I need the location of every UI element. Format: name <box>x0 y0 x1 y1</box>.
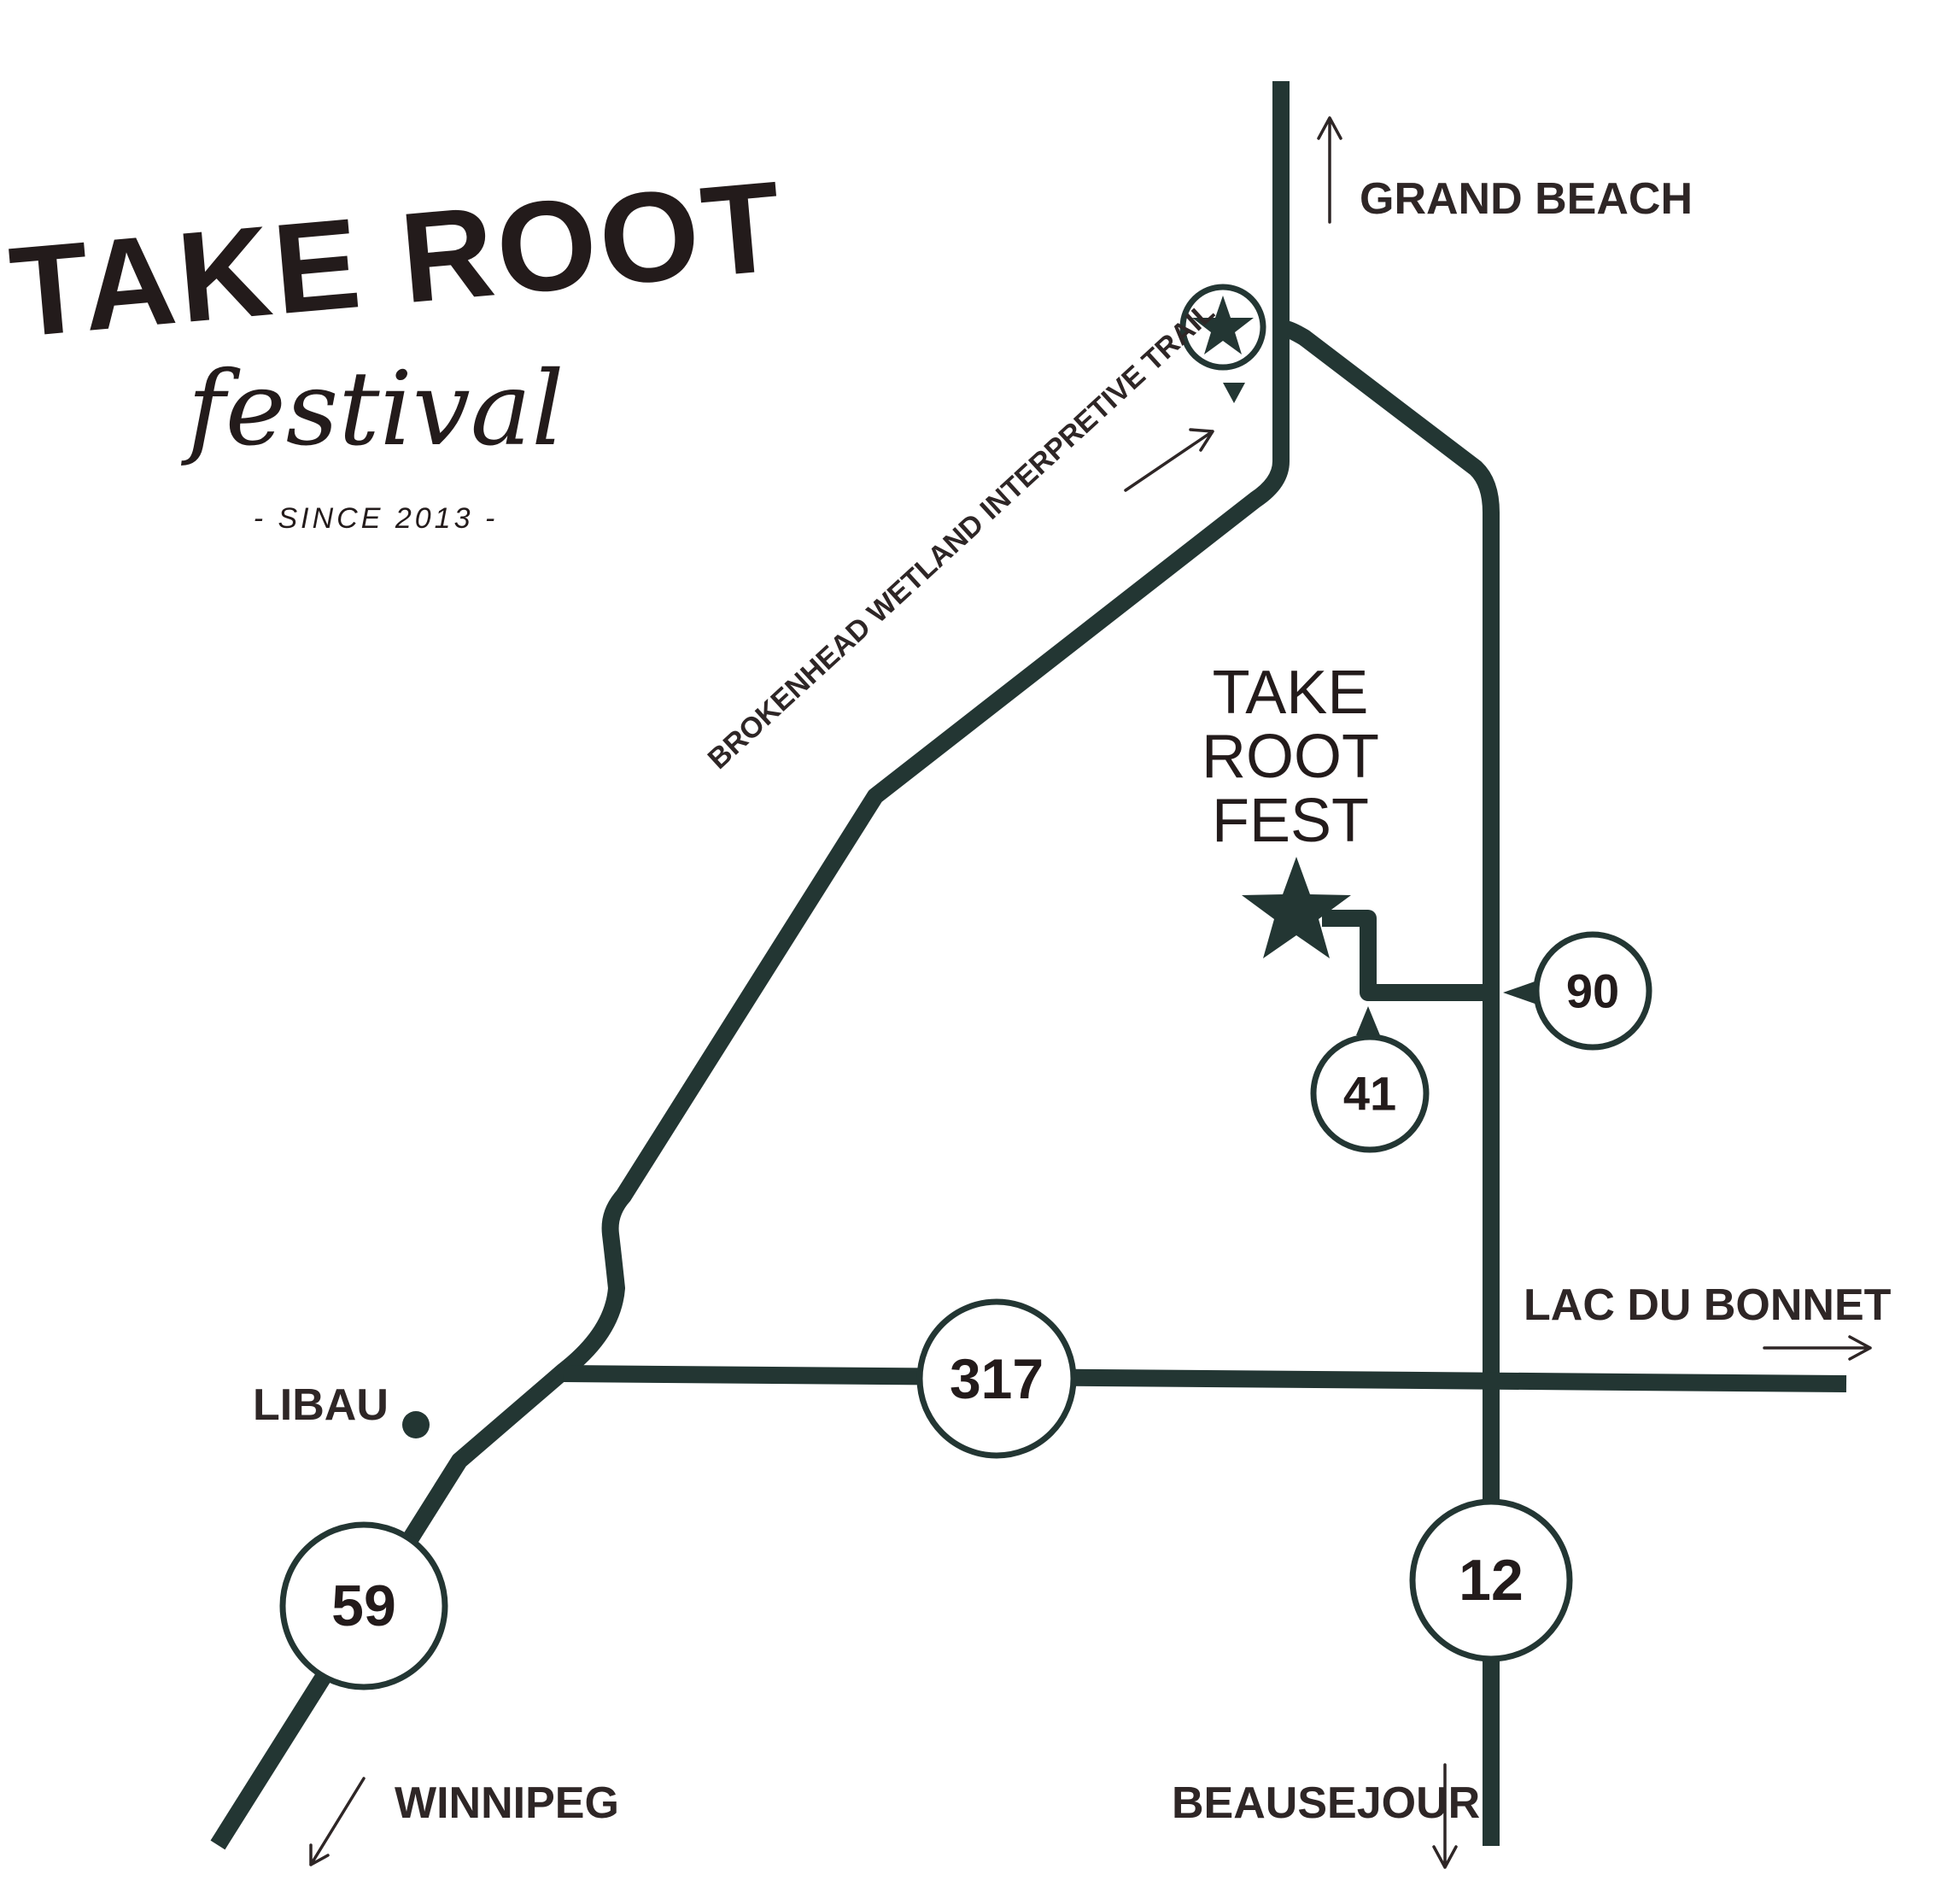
libau-dot <box>402 1411 430 1438</box>
highway-shield-59: 59 <box>279 1521 448 1690</box>
destination-lac-du-bonnet: LAC DU BONNET <box>1524 1280 1892 1361</box>
shield-label-12: 12 <box>1459 1548 1524 1613</box>
libau-label: LIBAU <box>253 1380 389 1430</box>
libau-place: LIBAU <box>253 1380 430 1438</box>
logo-title: TAKE ROOT <box>5 154 790 365</box>
highway-shield-12: 12 <box>1409 1498 1573 1662</box>
shield-label-41: 41 <box>1343 1067 1396 1121</box>
highway-shield-41: 41 <box>1310 1006 1430 1153</box>
highway-shield-317: 317 <box>916 1298 1077 1459</box>
highway-shield-90: 90 <box>1503 931 1652 1051</box>
venue-label-line2: ROOT <box>1202 723 1379 791</box>
shield-label-90: 90 <box>1566 964 1619 1018</box>
star-icon <box>1192 296 1254 354</box>
east-arrow-icon <box>1763 1335 1872 1361</box>
grand-beach-label: GRAND BEACH <box>1360 174 1693 224</box>
logo-since: - SINCE 2013 - <box>254 502 499 535</box>
shield-label-59: 59 <box>331 1573 396 1638</box>
shield-label-317: 317 <box>950 1347 1044 1410</box>
destination-grand-beach: GRAND BEACH <box>1317 116 1693 224</box>
north-arrow-icon <box>1317 116 1342 224</box>
highway-59-road <box>210 81 1290 1850</box>
trail-label: BROKENHEAD WETLAND INTERPRETIVE TRAIL <box>702 296 1221 775</box>
destination-beausejour: BEAUSEJOUR <box>1172 1763 1480 1869</box>
highway-317-road <box>563 1365 1847 1392</box>
venue-star-icon <box>1242 857 1351 958</box>
venue-label: TAKE ROOT FEST <box>1202 659 1379 855</box>
festival-logo: TAKE ROOT festival - SINCE 2013 - <box>5 154 790 535</box>
beausejour-label: BEAUSEJOUR <box>1172 1778 1480 1828</box>
winnipeg-label: WINNIPEG <box>395 1778 619 1828</box>
trail-arrow-icon <box>1124 428 1214 492</box>
logo-script: festival <box>180 350 564 469</box>
destination-winnipeg: WINNIPEG <box>309 1777 619 1866</box>
venue-label-line3: FEST <box>1212 787 1369 855</box>
lac-du-bonnet-label: LAC DU BONNET <box>1524 1280 1892 1330</box>
southwest-arrow-icon <box>309 1777 366 1866</box>
trail-star-marker <box>1179 284 1266 403</box>
highway-41-road <box>1322 910 1493 1001</box>
south-arrow-icon <box>1432 1763 1458 1869</box>
venue-label-line1: TAKE <box>1213 659 1369 727</box>
